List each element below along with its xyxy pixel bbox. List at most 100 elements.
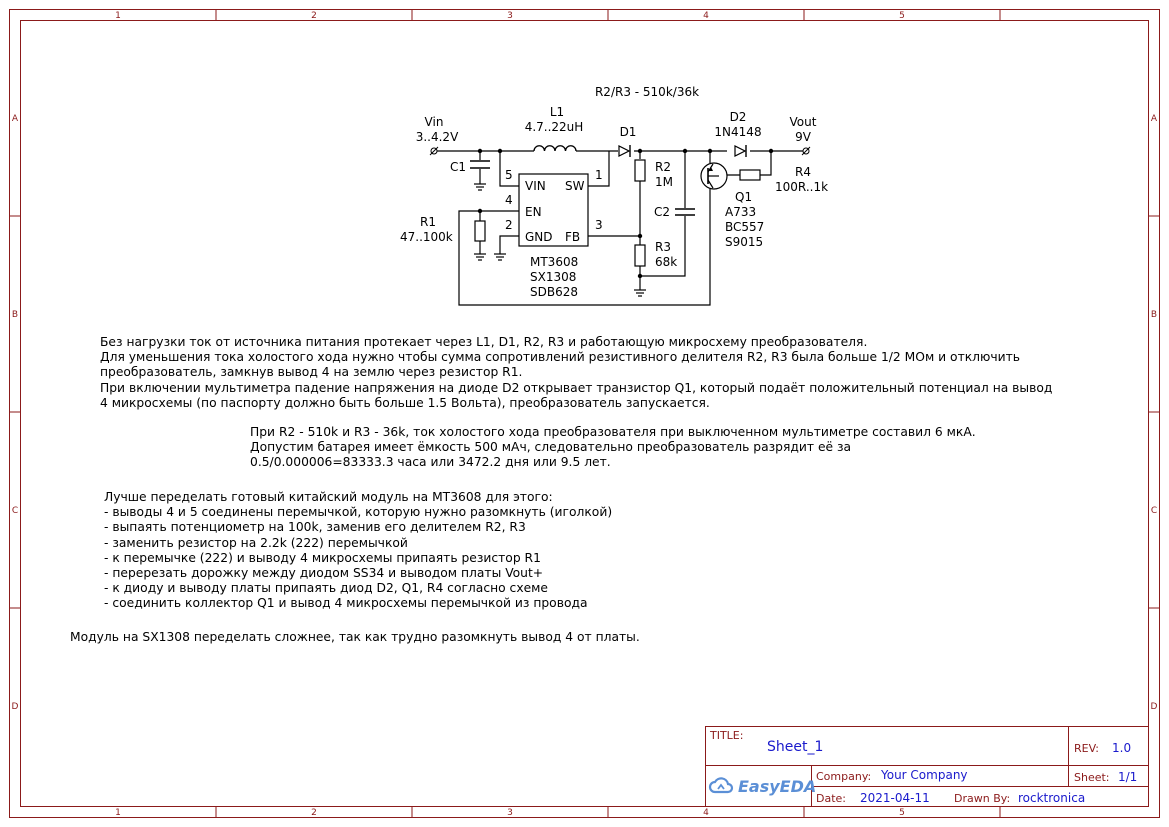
frame-column-label: 3 <box>507 808 513 818</box>
date-value: 2021-04-11 <box>860 791 930 805</box>
frame-row-label: A <box>12 114 19 124</box>
note-line: - выводы 4 и 5 соединены перемычкой, кот… <box>104 505 613 520</box>
q1-label: Q1 <box>735 190 752 204</box>
l1-label: L1 <box>550 105 564 119</box>
note-line: Модуль на SX1308 переделать сложнее, так… <box>70 630 640 644</box>
note-line: - выпаять потенциометр на 100k, заменив … <box>104 520 526 535</box>
note-paragraph-4: Модуль на SX1308 переделать сложнее, так… <box>70 630 640 645</box>
title-label: TITLE: <box>710 729 744 742</box>
vin-port: Vin 3..4.2V <box>416 115 459 156</box>
ic-part-2: SX1308 <box>530 270 576 284</box>
rev-value: 1.0 <box>1112 741 1132 755</box>
sheet-value: 1/1 <box>1118 770 1138 784</box>
note-line: Для уменьшения тока холостого хода нужно… <box>100 350 1021 365</box>
ic-pin-4-number: 4 <box>505 193 513 207</box>
frame-row-label: C <box>1151 506 1157 516</box>
resistor-r1: R1 47..100k <box>400 215 486 244</box>
note-line: При R2 - 510k и R3 - 36k, ток холостого … <box>250 425 976 439</box>
frame-row-label: D <box>12 702 19 712</box>
ic-part-3: SDB628 <box>530 285 578 299</box>
inductor-l1: L1 4.7..22uH <box>525 105 583 152</box>
frame-column-label: 4 <box>703 11 709 21</box>
resistor-r4: R4 100R..1k <box>739 165 828 194</box>
vin-label: Vin <box>425 115 444 129</box>
drawn-by-value: rocktronica <box>1018 791 1086 805</box>
vout-port: Vout 9V <box>790 115 817 156</box>
note-line: - заменить резистор на 2.2k (222) перемы… <box>104 535 408 550</box>
frame-column-label: 5 <box>899 11 905 21</box>
frame-column-label: 5 <box>899 808 905 818</box>
frame-row-label: D <box>1151 702 1158 712</box>
diode-d1: D1 <box>618 125 637 157</box>
vout-label: Vout <box>790 115 817 129</box>
junction-dots <box>477 148 774 279</box>
d2-value: 1N4148 <box>714 125 761 139</box>
r1-value: 47..100k <box>400 230 453 244</box>
frame-row-label: B <box>1151 310 1157 320</box>
note-line: Допустим батарея имеет ёмкость 500 мАч, … <box>250 440 852 455</box>
c1-label: C1 <box>450 160 466 174</box>
ic-pin-vin-label: VIN <box>525 179 546 193</box>
diode-d2: D2 1N4148 <box>714 110 762 157</box>
frame-row-label: A <box>1151 114 1158 124</box>
vin-value: 3..4.2V <box>416 130 459 144</box>
frame-column-label: 1 <box>115 11 121 21</box>
note-line: - к перемычке (222) и выводу 4 микросхем… <box>104 550 541 565</box>
note-paragraph-3: Лучше переделать готовый китайский модул… <box>104 490 612 612</box>
note-line: Лучше переделать готовый китайский модул… <box>104 490 553 504</box>
q1-part-2: BC557 <box>725 220 764 234</box>
note-line: При включении мультиметра падение напряж… <box>100 380 1053 395</box>
ic-pin-sw-label: SW <box>565 179 585 193</box>
easyeda-cloud-icon <box>708 777 734 794</box>
r1-label: R1 <box>420 215 436 229</box>
transistor-q1: Q1 A733 BC557 S9015 <box>700 162 764 249</box>
note-line: 0.5/0.000006=83333.3 часа или 3472.2 дня… <box>250 455 611 470</box>
frame-column-label: 1 <box>115 808 121 818</box>
company-label: Company: <box>816 770 872 783</box>
sheet-title: Sheet_1 <box>767 739 824 755</box>
ic-pin-fb-label: FB <box>565 230 580 244</box>
resistor-r3: R3 68k <box>634 240 677 269</box>
frame-ticks <box>10 10 1159 817</box>
capacitor-c2: C2 <box>654 205 695 219</box>
ic-pin-en-label: EN <box>525 205 542 219</box>
note-line: 4 микросхемы (по паспорту должно быть бо… <box>100 395 710 410</box>
note-line: - перерезать дорожку между диодом SS34 и… <box>104 565 544 580</box>
c2-label: C2 <box>654 205 670 219</box>
company-value: Your Company <box>881 768 968 782</box>
d1-label: D1 <box>620 125 637 139</box>
note-line: Без нагрузки ток от источника питания пр… <box>100 335 868 349</box>
r2-value: 1M <box>655 175 673 189</box>
r3-value: 68k <box>655 255 677 269</box>
ic-pin-2-number: 2 <box>505 218 513 232</box>
resistor-r2: R2 1M <box>634 159 673 189</box>
r2-label: R2 <box>655 160 671 174</box>
sheet-label: Sheet: <box>1074 771 1110 784</box>
frame-row-label: C <box>12 506 18 516</box>
rev-label: REV: <box>1074 742 1099 755</box>
r4-value: 100R..1k <box>775 180 828 194</box>
drawn-by-label: Drawn By: <box>954 792 1011 805</box>
note-paragraph-1: Без нагрузки ток от источника питания пр… <box>100 335 1052 411</box>
title-block-frame <box>705 726 1149 807</box>
ic-part-1: MT3608 <box>530 255 578 269</box>
q1-part-1: A733 <box>725 205 756 219</box>
note-line: преобразователь, замкнув вывод 4 на земл… <box>100 365 523 380</box>
frame-column-label: 2 <box>311 11 317 21</box>
r3-label: R3 <box>655 240 671 254</box>
divider-ratio-label: R2/R3 - 510k/36k <box>595 85 699 99</box>
vout-value: 9V <box>795 130 812 144</box>
frame-column-label: 4 <box>703 808 709 818</box>
ic-pin-1-number: 1 <box>595 168 603 182</box>
capacitor-c1: C1 <box>450 160 490 174</box>
ic-pin-gnd-label: GND <box>525 230 553 244</box>
easyeda-logo: EasyEDA <box>708 775 816 797</box>
date-label: Date: <box>816 792 846 805</box>
ground-symbols <box>474 183 646 297</box>
ic-pin-3-number: 3 <box>595 218 603 232</box>
d2-label: D2 <box>730 110 747 124</box>
note-paragraph-2: При R2 - 510k и R3 - 36k, ток холостого … <box>250 425 976 471</box>
